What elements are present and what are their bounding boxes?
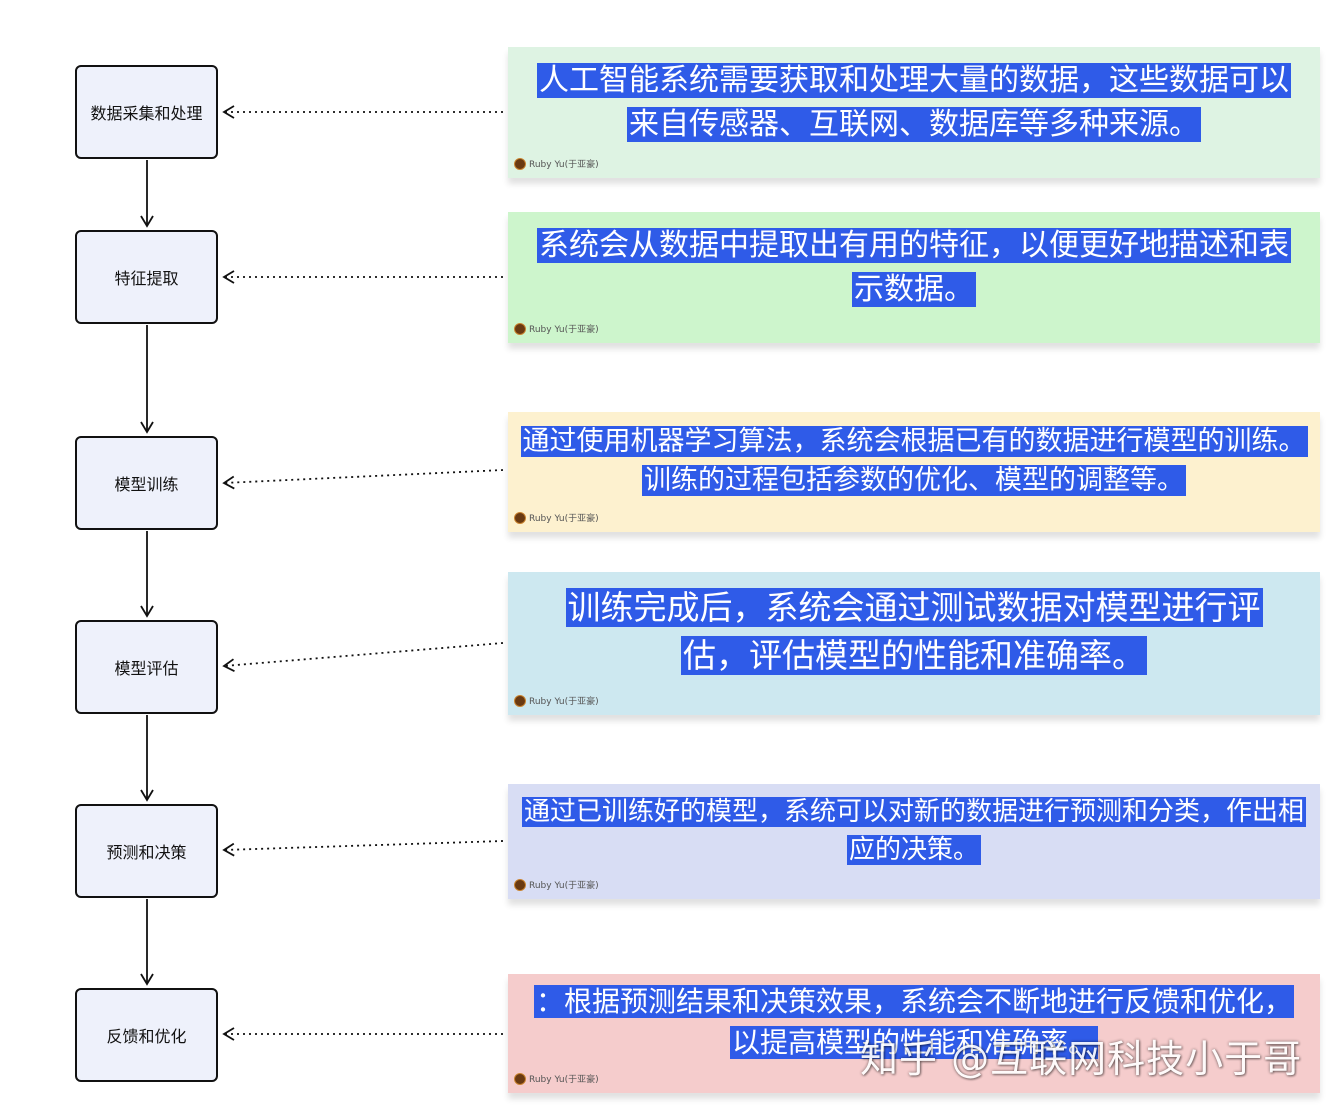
note-card[interactable]: ：根据预测结果和决策效果，系统会不断地进行反馈和优化，以提高模型的性能和准确率。… [508, 974, 1320, 1093]
note-author: Ruby Yu(于亚豪) [514, 322, 599, 335]
step-prediction-decision[interactable]: 预测和决策 [75, 804, 218, 898]
note-author: Ruby Yu(于亚豪) [514, 511, 599, 524]
note-card[interactable]: 训练完成后，系统会通过测试数据对模型进行评估，评估模型的性能和准确率。 Ruby… [508, 572, 1320, 715]
note-author: Ruby Yu(于亚豪) [514, 1072, 599, 1085]
note-author: Ruby Yu(于亚豪) [514, 694, 599, 707]
note-card[interactable]: 通过使用机器学习算法，系统会根据已有的数据进行模型的训练。训练的过程包括参数的优… [508, 412, 1320, 532]
note-text: 训练完成后，系统会通过测试数据对模型进行评估，评估模型的性能和准确率。 [565, 588, 1263, 675]
note-card[interactable]: 通过已训练好的模型，系统可以对新的数据进行预测和分类，作出相应的决策。 Ruby… [508, 784, 1320, 899]
step-feature-extraction[interactable]: 特征提取 [75, 230, 218, 324]
note-connector [222, 642, 504, 672]
watermark: 知乎 @互联网科技小于哥 [860, 1037, 1303, 1081]
note-card[interactable]: 系统会从数据中提取出有用的特征，以便更好地描述和表示数据。 Ruby Yu(于亚… [508, 212, 1320, 343]
note-author: Ruby Yu(于亚豪) [514, 878, 599, 891]
note-text: 人工智能系统需要获取和处理大量的数据，这些数据可以来自传感器、互联网、数据库等多… [537, 63, 1291, 142]
avatar-icon [514, 157, 526, 170]
avatar-icon [514, 1072, 526, 1085]
note-connector [222, 469, 504, 490]
step-data-collection[interactable]: 数据采集和处理 [75, 65, 218, 159]
note-text: 通过已训练好的模型，系统可以对新的数据进行预测和分类，作出相应的决策。 [521, 797, 1306, 865]
avatar-icon [514, 878, 526, 891]
note-text: ：根据预测结果和决策效果，系统会不断地进行反馈和优化，以提高模型的性能和准确率。 [534, 985, 1295, 1059]
note-author: Ruby Yu(于亚豪) [514, 157, 599, 170]
note-text: 系统会从数据中提取出有用的特征，以便更好地描述和表示数据。 [537, 228, 1291, 307]
step-model-evaluation[interactable]: 模型评估 [75, 620, 218, 714]
note-connector [222, 840, 504, 857]
avatar-icon [514, 694, 526, 707]
avatar-icon [514, 511, 526, 524]
note-text: 通过使用机器学习算法，系统会根据已有的数据进行模型的训练。训练的过程包括参数的优… [520, 426, 1308, 497]
step-feedback-optimization[interactable]: 反馈和优化 [75, 988, 218, 1082]
note-card[interactable]: 人工智能系统需要获取和处理大量的数据，这些数据可以来自传感器、互联网、数据库等多… [508, 47, 1320, 178]
avatar-icon [514, 322, 526, 335]
step-model-training[interactable]: 模型训练 [75, 436, 218, 530]
